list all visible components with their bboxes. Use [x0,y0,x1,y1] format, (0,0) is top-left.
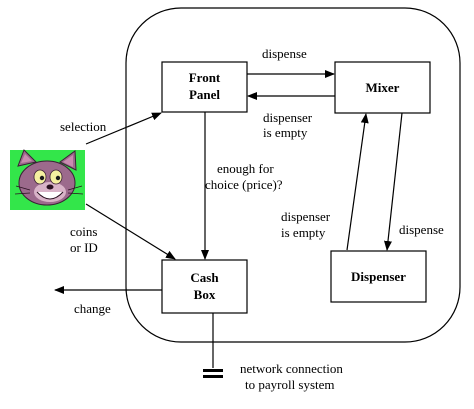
dispenser-label: Dispenser [351,269,406,284]
cartoon-cat-icon [10,149,85,210]
label-enough-2: choice (price)? [205,177,283,192]
machine-boundary [125,7,461,343]
label-dispense-right: dispense [399,222,444,237]
cash-box-label-1: Cash [190,270,219,285]
label-dispenser-empty-right-2: is empty [281,225,326,240]
label-change: change [74,301,111,316]
edge-dispense-right [384,112,403,251]
mixer-box: Mixer [334,61,431,114]
network-plug-top [203,369,223,372]
front-panel-label-2: Panel [189,87,220,102]
cash-box: Cash Box [161,259,248,314]
label-enough-1: enough for [217,161,274,176]
label-coins-1: coins [70,224,97,239]
edge-selection [85,112,162,145]
edge-coins [85,203,176,260]
front-panel-box: Front Panel [161,61,248,113]
edge-dispenser-empty-right [346,113,369,251]
label-dispenser-empty-top-2: is empty [263,125,308,140]
cash-box-label-2: Box [194,287,216,302]
label-selection: selection [60,119,107,134]
dispenser-box: Dispenser [330,250,427,303]
mixer-label: Mixer [366,80,400,95]
label-network-1: network connection [240,361,343,376]
label-coins-2: or ID [70,240,98,255]
label-dispenser-empty-top-1: dispenser [263,110,313,125]
label-dispenser-empty-right-1: dispenser [281,209,331,224]
label-dispense-top: dispense [262,46,307,61]
front-panel-label-1: Front [189,70,221,85]
label-network-2: to payroll system [245,377,335,392]
network-plug-bottom [203,375,223,378]
